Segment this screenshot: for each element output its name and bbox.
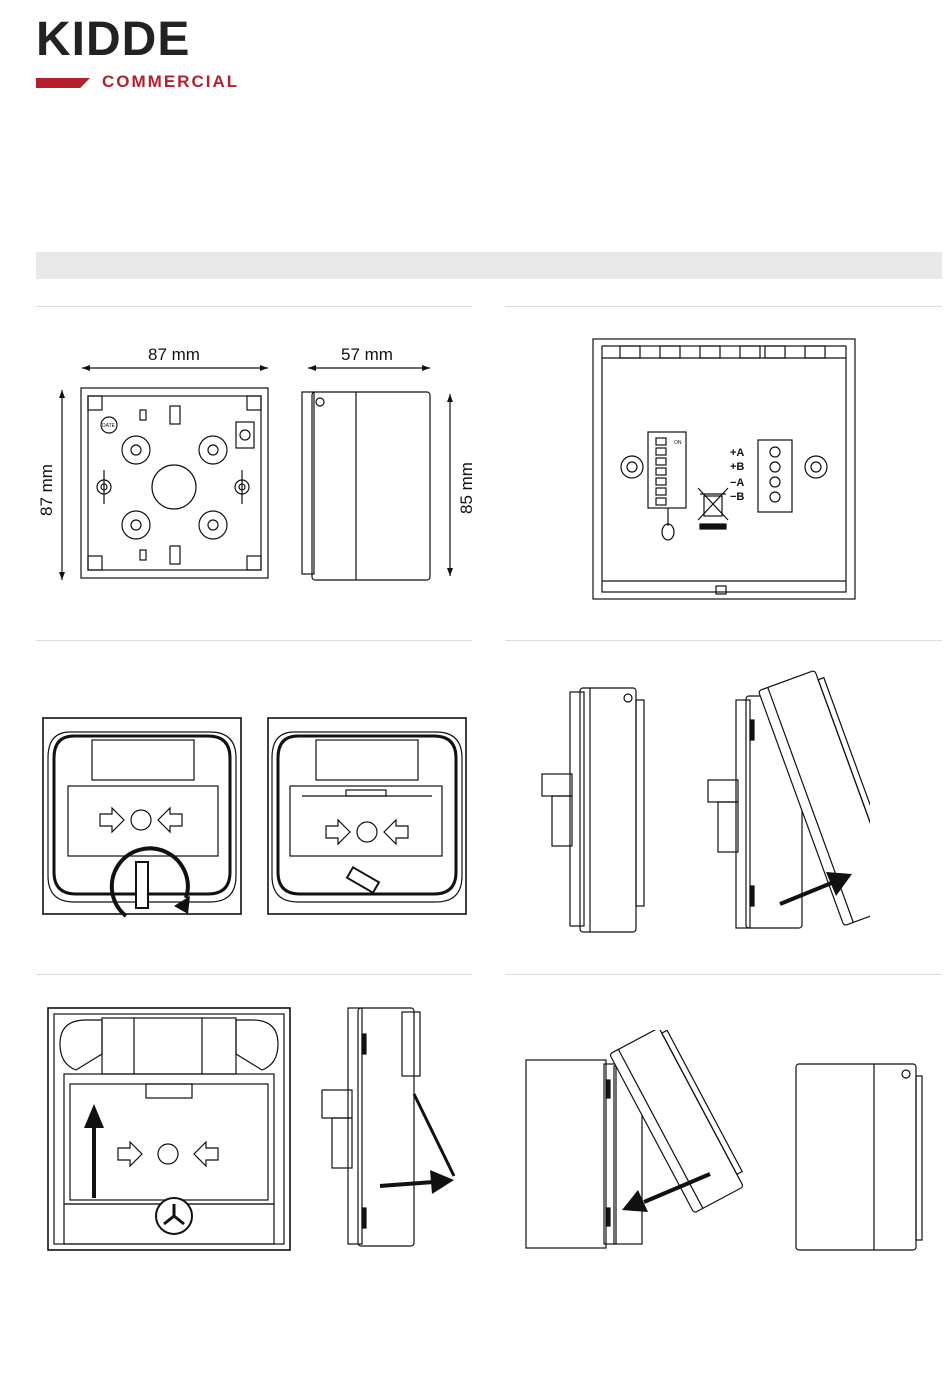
section-rule: [36, 640, 472, 641]
logo-subtitle: COMMERCIAL: [102, 72, 239, 92]
mounting-hole-right: [805, 456, 827, 478]
figure-key-reset: [40, 710, 470, 934]
logo-accent-bar: [36, 78, 90, 88]
terminal-label-plus-b: +B: [730, 461, 744, 473]
top-clips: [620, 346, 825, 358]
figure-rear-wiring: ON +A +B −A −B: [590, 336, 860, 602]
figure-remove-glass: [46, 1004, 476, 1256]
figure-dimensions: 87 mm 87 mm DATE 57 mm: [36, 330, 472, 590]
section-rule: [505, 306, 942, 307]
date-marker: DATE: [102, 423, 116, 429]
arrow-left-icon: [384, 820, 408, 844]
section-rule: [36, 306, 472, 307]
section-title-band: [36, 252, 942, 279]
glass-element: [68, 786, 218, 856]
label-window: [92, 740, 194, 780]
arrow-right-icon: [100, 808, 124, 832]
reset-key: [136, 862, 148, 908]
kidde-commercial-logo: KIDDE COMMERCIAL: [36, 20, 246, 92]
arrow-left-icon: [194, 1142, 218, 1166]
logo-wordmark: KIDDE: [36, 14, 190, 66]
side-view-outline: [312, 392, 430, 580]
width-label: 87 mm: [148, 345, 200, 364]
terminal-label-minus-b: −B: [730, 491, 744, 503]
arrow-right-icon: [118, 1142, 142, 1166]
front-cover-tilted: [758, 670, 870, 926]
arrow-left-icon: [158, 808, 182, 832]
figure-close-cover: [520, 1030, 930, 1254]
reset-key-turned: [347, 867, 379, 892]
side-height-label: 85 mm: [457, 462, 472, 514]
mounting-hole-left: [621, 456, 643, 478]
svg-text:ON: ON: [674, 440, 682, 446]
push-arrow-icon: [84, 1104, 104, 1198]
arrow-right-icon: [326, 820, 350, 844]
terminal-label-plus-a: +A: [730, 447, 744, 459]
section-rule: [505, 640, 942, 641]
section-rule: [505, 974, 942, 975]
height-label: 87 mm: [37, 464, 56, 516]
terminal-block: [758, 440, 792, 512]
front-cover-left: [526, 1060, 606, 1248]
depth-label: 57 mm: [341, 345, 393, 364]
terminal-label-minus-a: −A: [730, 477, 744, 489]
rear-housing-outline: [593, 339, 855, 599]
center-circle: [131, 810, 151, 830]
closed-unit-side: [796, 1064, 916, 1250]
figure-open-cover: [540, 670, 870, 940]
crossed-bin-icon: [698, 488, 728, 529]
push-arrow-icon: [380, 1170, 454, 1194]
section-rule: [36, 974, 472, 975]
